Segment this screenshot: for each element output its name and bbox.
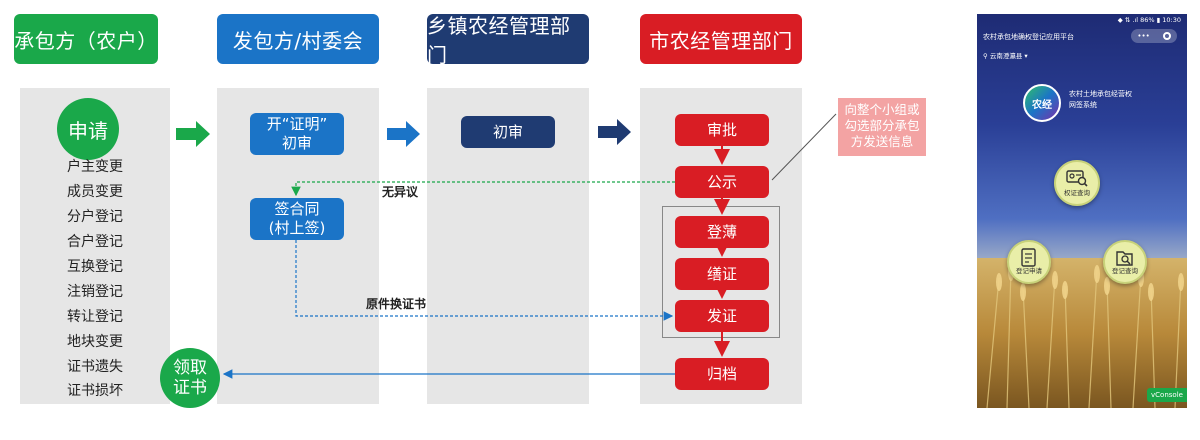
archive-box: 归档 [675, 358, 769, 390]
document-edit-icon [1021, 248, 1036, 267]
approve-box: 审批 [675, 114, 769, 146]
dashed-exchange [295, 240, 674, 321]
arrow-green [176, 121, 210, 147]
list-item: 合户登记 [67, 234, 123, 250]
header-city: 市农经管理部门 [640, 14, 802, 64]
list-item: 地块变更 [67, 334, 123, 350]
sign-contract-box: 签合同 (村上签) [250, 198, 344, 240]
sign-contract-line2: (村上签) [268, 219, 326, 237]
id-card-search-icon [1066, 170, 1088, 187]
issue-proof-box: 开“证明” 初审 [250, 113, 344, 155]
list-item: 户主变更 [67, 159, 123, 175]
more-menu-button[interactable]: ••• [1131, 29, 1177, 43]
township-review-label: 初审 [492, 122, 523, 141]
list-item: 互换登记 [67, 259, 123, 275]
logo-text: 农经 [1032, 99, 1052, 111]
issue-cert-box: 发证 [675, 300, 769, 332]
reg-query-label: 登记查询 [1112, 267, 1138, 275]
township-review-box: 初审 [461, 116, 555, 148]
dashed-no-objection [291, 181, 675, 197]
vconsole-button[interactable]: vConsole [1147, 388, 1187, 402]
header-contractor: 发包方/村委会 [217, 14, 379, 64]
chevron-down-icon: ▾ [1024, 52, 1028, 60]
archive-label: 归档 [706, 364, 737, 383]
list-item: 成员变更 [67, 184, 123, 200]
issue-cert-label: 发证 [706, 306, 737, 325]
flow-connectors: 无异议 原件换证书 [176, 113, 837, 379]
list-item: 证书遗失 [67, 359, 123, 375]
wheat-field-image [977, 258, 1187, 408]
list-item: 证书损坏 [67, 383, 123, 399]
folder-search-icon [1116, 251, 1133, 266]
note-pointer [771, 113, 837, 181]
label-no-objection: 无异议 [381, 184, 419, 199]
register-box: 登薄 [675, 216, 769, 248]
status-bar: ◆ ⇅ .ıl 86% ▮ 10:30 [1117, 16, 1181, 24]
issue-proof-line1: 开“证明” [266, 115, 328, 133]
header-township: 乡镇农经管理部门 [427, 14, 589, 67]
label-exchange: 原件换证书 [366, 296, 426, 311]
register-label: 登薄 [706, 222, 737, 241]
receive-line2: 证书 [173, 378, 207, 398]
location-selector[interactable]: ⚲ 云南澄瀛县 ▾ [983, 50, 1028, 60]
arrow-blue [387, 121, 420, 147]
location-label: 云南澄瀛县 [989, 52, 1023, 60]
reg-query-button[interactable]: 登记查询 [1103, 240, 1147, 284]
arrow-navy [598, 119, 631, 145]
system-name-line1: 农村土地承包经营权 [1069, 90, 1132, 98]
system-name-line2: 网签系统 [1069, 101, 1097, 109]
list-item: 分户登记 [67, 209, 123, 225]
cert-query-label: 权证查询 [1064, 189, 1090, 197]
app-title: 农村承包地确权登记应用平台 [983, 33, 1074, 41]
issue-proof-line2: 初审 [281, 134, 312, 152]
app-logo: 农经 [1023, 84, 1061, 122]
menu-dots-icon: ••• [1137, 32, 1150, 40]
phone-screenshot: ◆ ⇅ .ıl 86% ▮ 10:30 农村承包地确权登记应用平台 ••• ⚲ … [977, 14, 1187, 408]
list-item: 转让登记 [67, 309, 123, 325]
apply-circle: 申请 [57, 98, 119, 160]
cert-query-button[interactable]: 权证查询 [1054, 160, 1100, 206]
list-item: 注销登记 [67, 284, 123, 300]
close-circle-icon [1162, 32, 1171, 40]
publicize-box: 公示 [675, 166, 769, 198]
publicize-label: 公示 [706, 172, 737, 191]
header-contractee: 承包方（农户） [14, 14, 158, 64]
reg-apply-button[interactable]: 登记申请 [1007, 240, 1051, 284]
vconsole-label: vConsole [1151, 391, 1183, 399]
make-cert-label: 缮证 [706, 264, 737, 283]
apply-label: 申请 [68, 118, 108, 143]
receive-line1: 领取 [173, 358, 207, 378]
receive-cert-circle: 领取 证书 [160, 348, 220, 408]
reg-apply-label: 登记申请 [1016, 267, 1042, 275]
sign-contract-line1: 签合同 [274, 200, 320, 218]
location-pin-icon: ⚲ [983, 52, 988, 60]
approve-label: 审批 [706, 120, 737, 139]
note-box: 向整个小组或勾选部分承包方发送信息 [838, 98, 926, 156]
